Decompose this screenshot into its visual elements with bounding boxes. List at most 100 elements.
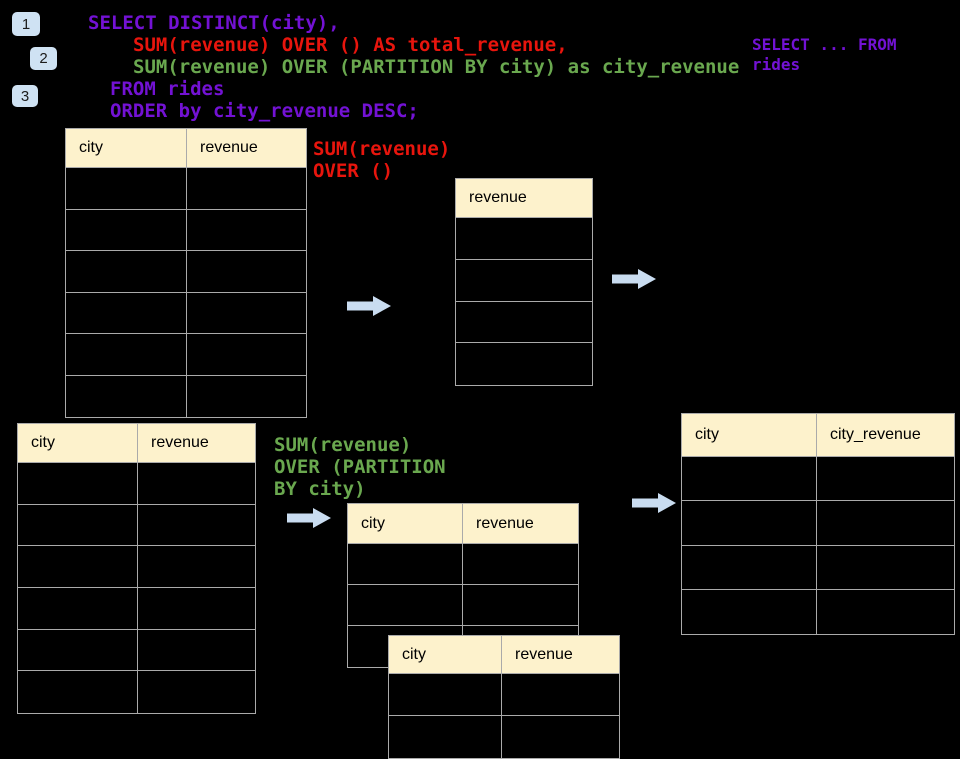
table-body bbox=[389, 674, 619, 758]
table-cell bbox=[66, 209, 187, 251]
table-cell bbox=[187, 209, 306, 251]
table-source-bottom: city revenue bbox=[17, 423, 256, 715]
table-cell bbox=[389, 674, 502, 716]
table-row bbox=[682, 545, 954, 590]
table-row bbox=[456, 218, 592, 260]
table-cell bbox=[456, 343, 592, 385]
table-body bbox=[456, 218, 592, 385]
sql-line-select: SELECT DISTINCT(city), bbox=[88, 12, 340, 34]
table-cell bbox=[18, 546, 138, 589]
table-cell bbox=[18, 504, 138, 547]
table-cell bbox=[138, 463, 255, 505]
table-cell bbox=[463, 585, 578, 626]
sql-line-from: FROM rides bbox=[110, 78, 225, 100]
table-cell bbox=[66, 375, 187, 417]
table-row bbox=[389, 716, 619, 758]
table-row bbox=[18, 546, 255, 589]
table-cell bbox=[348, 544, 463, 585]
column-header-revenue: revenue bbox=[456, 179, 592, 218]
table-cell bbox=[187, 334, 306, 376]
table-cell bbox=[682, 589, 817, 634]
table-partition-mid: city revenue bbox=[347, 503, 579, 668]
table-header-row: city revenue bbox=[348, 504, 578, 544]
table-cell bbox=[456, 218, 592, 260]
table-cell bbox=[456, 301, 592, 344]
table-row bbox=[66, 251, 306, 293]
column-header-revenue: revenue bbox=[187, 129, 306, 168]
sql-line-total: SUM(revenue) OVER () AS total_revenue, bbox=[133, 34, 568, 56]
table-cell bbox=[817, 501, 954, 546]
sql-line-order: ORDER by city_revenue DESC; bbox=[110, 100, 419, 122]
table-final-result: city city_revenue bbox=[681, 413, 955, 635]
table-row bbox=[456, 343, 592, 385]
table-cell bbox=[817, 545, 954, 590]
column-header-revenue: revenue bbox=[502, 636, 619, 674]
table-row bbox=[682, 589, 954, 634]
table-cell bbox=[456, 259, 592, 302]
table-cell bbox=[187, 292, 306, 334]
table-cell bbox=[682, 545, 817, 590]
table-cell bbox=[502, 716, 619, 758]
sql-line-partition: SUM(revenue) OVER (PARTITION BY city) as… bbox=[133, 56, 740, 78]
column-header-city: city bbox=[682, 414, 817, 457]
table-cell bbox=[502, 674, 619, 716]
table-header-row: city revenue bbox=[389, 636, 619, 674]
right-arrow-icon bbox=[347, 296, 391, 316]
table-header-row: revenue bbox=[456, 179, 592, 218]
table-cell bbox=[66, 251, 187, 293]
table-cell bbox=[18, 463, 138, 505]
table-header-row: city revenue bbox=[66, 129, 306, 168]
table-row bbox=[66, 209, 306, 251]
table-row bbox=[682, 501, 954, 546]
table-row bbox=[66, 168, 306, 210]
table-row bbox=[348, 544, 578, 585]
table-cell bbox=[463, 544, 578, 585]
table-row bbox=[348, 585, 578, 626]
table-body bbox=[18, 463, 255, 714]
table-row bbox=[18, 588, 255, 630]
table-cell bbox=[66, 334, 187, 376]
table-body bbox=[66, 168, 306, 417]
column-header-city: city bbox=[389, 636, 502, 674]
table-cell bbox=[138, 671, 255, 714]
column-header-city-revenue: city_revenue bbox=[817, 414, 954, 457]
column-header-city: city bbox=[66, 129, 187, 168]
table-row bbox=[18, 504, 255, 547]
table-row bbox=[18, 463, 255, 505]
annotation-partition: SUM(revenue) OVER (PARTITION BY city) bbox=[274, 434, 446, 500]
table-cell bbox=[138, 504, 255, 547]
right-arrow-icon bbox=[612, 269, 656, 289]
table-cell bbox=[138, 629, 255, 672]
table-cell bbox=[682, 457, 817, 502]
table-row bbox=[66, 334, 306, 376]
table-row bbox=[389, 674, 619, 716]
table-cell bbox=[138, 588, 255, 630]
table-cell bbox=[348, 585, 463, 626]
table-row bbox=[456, 301, 592, 344]
step-badge-1: 1 bbox=[12, 12, 40, 36]
table-header-row: city city_revenue bbox=[682, 414, 954, 457]
table-row bbox=[18, 671, 255, 714]
table-cell bbox=[187, 375, 306, 417]
table-row bbox=[682, 457, 954, 502]
table-cell bbox=[18, 629, 138, 672]
column-header-city: city bbox=[348, 504, 463, 544]
table-cell bbox=[817, 457, 954, 502]
table-row bbox=[66, 375, 306, 417]
table-cell bbox=[66, 168, 187, 210]
slide-canvas: { "colors": { "background": "#000000", "… bbox=[12, 12, 955, 759]
table-cell bbox=[187, 168, 306, 210]
right-arrow-icon bbox=[632, 493, 676, 513]
step-badge-3: 3 bbox=[12, 85, 38, 107]
annotation-total-revenue: SUM(revenue) OVER () bbox=[313, 138, 451, 182]
table-header-row: city revenue bbox=[18, 424, 255, 463]
column-header-city: city bbox=[18, 424, 138, 463]
table-partition-overlay: city revenue bbox=[388, 635, 620, 759]
table-cell bbox=[682, 501, 817, 546]
table-row bbox=[66, 292, 306, 334]
table-cell bbox=[18, 671, 138, 714]
table-cell bbox=[18, 588, 138, 630]
table-cell bbox=[187, 251, 306, 293]
side-note-select-from: SELECT ... FROM rides bbox=[752, 35, 897, 74]
table-total-result: revenue bbox=[455, 178, 593, 386]
